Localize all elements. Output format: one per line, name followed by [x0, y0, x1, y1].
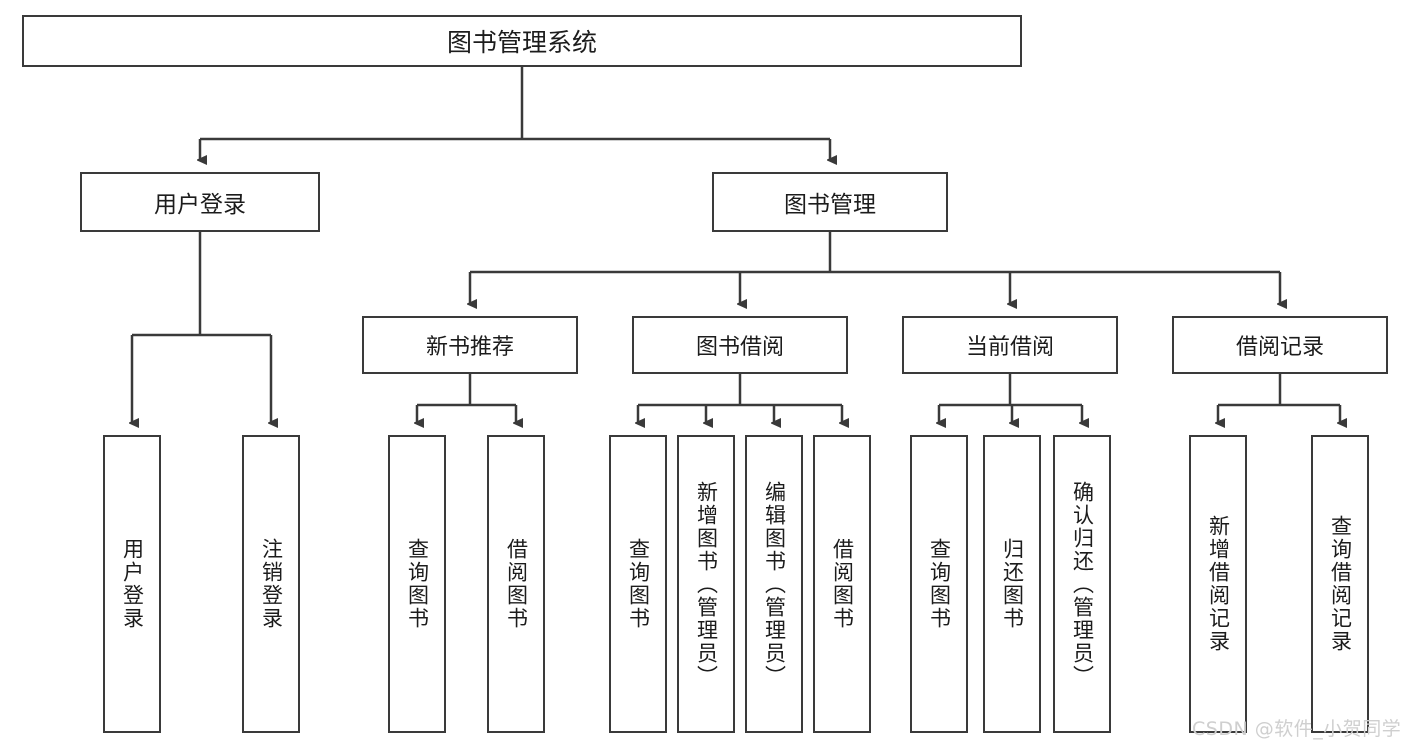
node-leaf-borrow-book-1-label: 借阅图书: [504, 538, 529, 630]
node-leaf-query-book-1[interactable]: 查询图书: [388, 435, 446, 733]
node-leaf-add-record[interactable]: 新增借阅记录: [1189, 435, 1247, 733]
node-leaf-query-book-1-label: 查询图书: [405, 538, 430, 630]
node-leaf-borrow-book-2[interactable]: 借阅图书: [813, 435, 871, 733]
node-leaf-query-book-2[interactable]: 查询图书: [609, 435, 667, 733]
node-leaf-query-book-3-label: 查询图书: [927, 538, 952, 630]
node-leaf-user-login[interactable]: 用户登录: [103, 435, 161, 733]
node-leaf-add-record-label: 新增借阅记录: [1206, 515, 1231, 653]
node-leaf-confirm-return-label: 确认归还（管理员）: [1070, 480, 1095, 688]
node-user-login[interactable]: 用户登录: [80, 172, 320, 232]
node-leaf-confirm-return[interactable]: 确认归还（管理员）: [1053, 435, 1111, 733]
node-leaf-borrow-book-2-label: 借阅图书: [830, 538, 855, 630]
node-leaf-query-book-2-label: 查询图书: [626, 538, 651, 630]
node-leaf-edit-book[interactable]: 编辑图书（管理员）: [745, 435, 803, 733]
node-book-manage-label: 图书管理: [784, 192, 876, 218]
node-leaf-edit-book-label: 编辑图书（管理员）: [762, 480, 787, 688]
node-borrow-record-label: 借阅记录: [1235, 335, 1324, 360]
node-new-book-recommend-label: 新书推荐: [425, 335, 514, 360]
node-leaf-user-login-label: 用户登录: [120, 538, 145, 630]
node-leaf-return-book-label: 归还图书: [1000, 538, 1025, 630]
node-book-manage[interactable]: 图书管理: [712, 172, 948, 232]
node-leaf-return-book[interactable]: 归还图书: [983, 435, 1041, 733]
node-new-book-recommend[interactable]: 新书推荐: [362, 316, 578, 374]
node-leaf-query-book-3[interactable]: 查询图书: [910, 435, 968, 733]
node-root-label: 图书管理系统: [446, 28, 597, 57]
node-current-borrow-label: 当前借阅: [965, 335, 1054, 360]
node-leaf-add-book[interactable]: 新增图书（管理员）: [677, 435, 735, 733]
watermark: CSDN @软件_小贺同学: [1192, 718, 1402, 740]
node-book-borrow[interactable]: 图书借阅: [632, 316, 848, 374]
node-leaf-add-book-label: 新增图书（管理员）: [694, 480, 719, 688]
node-user-login-label: 用户登录: [154, 192, 246, 218]
node-leaf-borrow-book-1[interactable]: 借阅图书: [487, 435, 545, 733]
node-leaf-query-record-label: 查询借阅记录: [1328, 515, 1353, 653]
node-book-borrow-label: 图书借阅: [695, 335, 784, 360]
node-borrow-record[interactable]: 借阅记录: [1172, 316, 1388, 374]
node-leaf-logout[interactable]: 注销登录: [242, 435, 300, 733]
node-leaf-query-record[interactable]: 查询借阅记录: [1311, 435, 1369, 733]
node-leaf-logout-label: 注销登录: [259, 538, 284, 630]
node-current-borrow[interactable]: 当前借阅: [902, 316, 1118, 374]
node-root[interactable]: 图书管理系统: [22, 15, 1022, 67]
